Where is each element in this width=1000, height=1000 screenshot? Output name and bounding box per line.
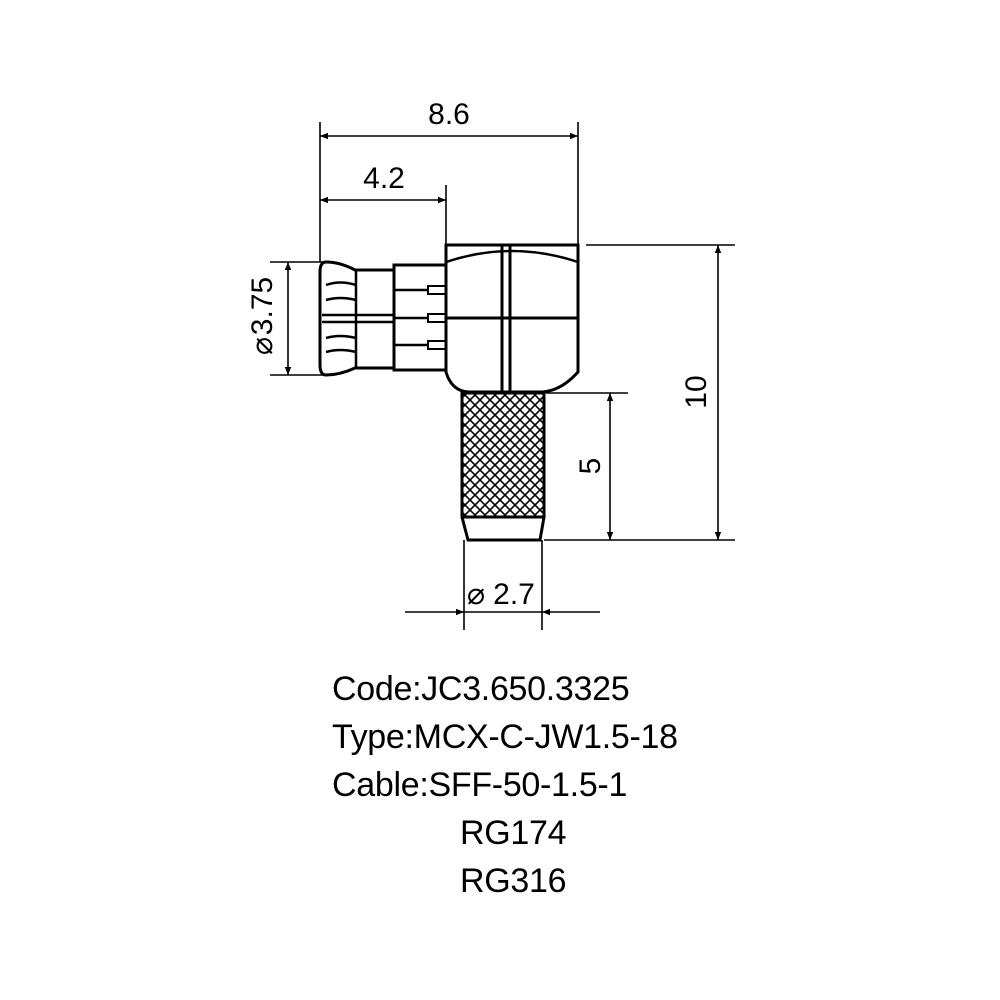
housing-rib <box>500 245 512 392</box>
dim-label-total-height: 10 <box>680 375 713 408</box>
plug-diameter-value: 3.75 <box>246 277 279 335</box>
cable-outlet <box>460 516 546 542</box>
cable-diameter-value: 2.7 <box>493 578 535 611</box>
dimension-lines <box>270 122 735 630</box>
dim-label-front-width: 4.2 <box>363 162 405 195</box>
total-height-value: 10 <box>680 375 713 408</box>
diameter-symbol: ⌀ <box>467 578 485 611</box>
type-label: Type: <box>332 718 414 756</box>
cable-value: SFF-50-1.5-1 <box>428 766 628 804</box>
cable-value: RG174 <box>460 814 567 852</box>
cable-line-2: RG174 <box>332 809 772 857</box>
crimp-ferrule <box>460 391 546 519</box>
code-line: Code:JC3.650.3325 <box>332 665 772 713</box>
dim-label-cable-diameter: ⌀ 2.7 <box>467 578 535 611</box>
cable-value: RG316 <box>460 862 567 900</box>
ferrule-height-value: 5 <box>574 458 607 475</box>
connector-body <box>318 243 580 542</box>
code-value: JC3.650.3325 <box>421 670 630 708</box>
cable-label: Cable: <box>332 766 429 804</box>
diameter-symbol: ⌀ <box>246 337 279 355</box>
dim-label-ferrule-height: 5 <box>574 458 607 475</box>
type-line: Type:MCX-C-JW1.5-18 <box>332 713 772 761</box>
dim-label-overall-width: 8.6 <box>428 98 470 131</box>
code-label: Code: <box>332 670 422 708</box>
snap-plug <box>318 260 396 377</box>
spec-block: Code:JC3.650.3325 Type:MCX-C-JW1.5-18 Ca… <box>332 665 772 905</box>
dim-label-plug-diameter: ⌀ 3.75 <box>246 277 279 355</box>
cable-line-3: RG316 <box>332 857 772 905</box>
cable-line: Cable:SFF-50-1.5-1 <box>332 761 772 809</box>
type-value: MCX-C-JW1.5-18 <box>413 718 678 756</box>
